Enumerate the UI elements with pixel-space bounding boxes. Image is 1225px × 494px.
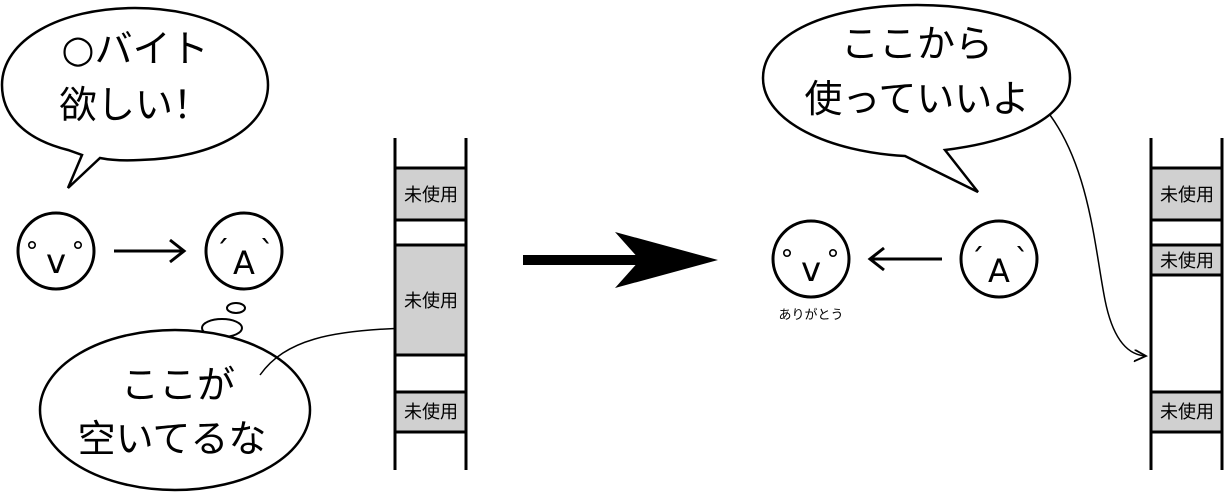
speech-line-1: ○バイト [61, 27, 208, 71]
client-eye-left-right: ° [781, 245, 794, 275]
memory-label-3: 未使用 [404, 402, 458, 423]
thought-bubble: ここが 空いてるな [38, 328, 312, 492]
response-bubble-shape [761, 3, 1072, 194]
memory-block-unused-2 [395, 245, 466, 355]
allocator-face-circle-right [959, 219, 1039, 299]
client-mouth-right: v [801, 250, 821, 290]
right-scene: ここから 使っていいよ ° v ° ありがとう ´ A ` [761, 3, 1224, 470]
client-mouth: v [46, 242, 66, 282]
client-face-right: ° v ° [771, 219, 851, 299]
client-face: ° v ° [16, 211, 96, 291]
memory-column-right: 未使用 未使用 未使用 [1149, 138, 1224, 470]
response-arrow [867, 246, 942, 272]
memory-block-unused-1 [395, 168, 466, 220]
client-eye-left: ° [26, 237, 39, 267]
memory-label-r2: 未使用 [1160, 251, 1214, 272]
transition-arrow [523, 232, 718, 288]
allocator-brow-left: ´ [215, 235, 230, 270]
client-face-circle-right [771, 219, 851, 299]
response-line-2: 使っていいよ [804, 77, 1029, 121]
client-eye-right: ° [72, 237, 85, 267]
allocator-brow-left-right: ´ [970, 243, 985, 278]
allocator-mouth: A [233, 244, 255, 282]
allocator-mouth-right: A [988, 252, 1010, 290]
speech-bubble-shape [0, 6, 270, 189]
thought-bubble-shape [38, 328, 312, 492]
memory-block-unused-3 [395, 392, 466, 432]
response-speech-bubble: ここから 使っていいよ [761, 3, 1072, 194]
allocator-face-right: ´ A ` [959, 219, 1039, 299]
speech-line-2: 欲しい！ [59, 83, 211, 127]
allocator-brow-right-right: ` [1015, 243, 1030, 278]
memory-label-2: 未使用 [404, 291, 458, 312]
client-eye-right-right: ° [827, 245, 840, 275]
thanks-label: ありがとう [778, 308, 843, 323]
request-arrow [114, 238, 187, 264]
allocator-face-circle [204, 211, 284, 291]
memory-column-left: 未使用 未使用 未使用 [393, 138, 468, 470]
memory-block-unused-r3 [1151, 392, 1222, 432]
client-face-circle [16, 211, 96, 291]
memory-label-1: 未使用 [404, 185, 458, 206]
memory-label-r1: 未使用 [1160, 185, 1214, 206]
memory-label-r3: 未使用 [1160, 402, 1214, 423]
thought-line-1: ここが [121, 363, 235, 407]
response-line-1: ここから [841, 22, 993, 66]
allocator-brow-right: ` [260, 235, 275, 270]
pointer-line-right [1049, 114, 1146, 356]
pointer-line-left [259, 327, 411, 376]
memory-block-unused-r2 [1151, 245, 1222, 275]
memory-block-unused-r1 [1151, 168, 1222, 220]
left-scene: ○バイト 欲しい！ ° v ° ´ A ` こ [0, 6, 468, 492]
allocator-face: ´ A ` [204, 211, 284, 291]
thought-line-2: 空いてるな [78, 417, 267, 461]
request-speech-bubble: ○バイト 欲しい！ [0, 6, 270, 189]
